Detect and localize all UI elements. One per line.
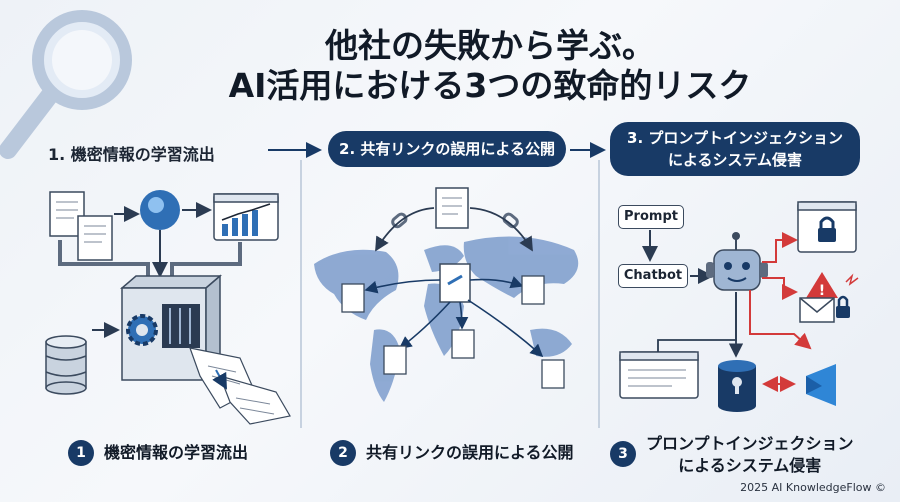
divider-1 <box>300 160 302 428</box>
copyright-footer: 2025 AI KnowledgeFlow © <box>740 481 886 494</box>
divider-2 <box>598 160 600 428</box>
panel-2-illustration <box>314 187 579 402</box>
step-number-badge: 3 <box>610 441 636 467</box>
document-icon <box>435 187 469 229</box>
title-line-2: AI活用における3つの致命的リスク <box>228 66 752 105</box>
warning-icon: ! <box>806 272 838 299</box>
step-3-header-line-1: 3. プロンプトインジェクション <box>627 129 843 147</box>
link-document-icon <box>439 263 471 303</box>
database-icon <box>45 335 87 395</box>
step-2-header: 2. 共有リンクの誤用による公開 <box>328 131 566 167</box>
caption-text: 共有リンクの誤用による公開 <box>366 443 574 462</box>
link-icon <box>391 212 519 229</box>
svg-text:!: ! <box>819 283 825 299</box>
lock-window-icon <box>797 201 857 253</box>
ai-orb-icon <box>140 190 180 230</box>
header-arrows <box>268 142 606 158</box>
gear-icon <box>126 314 158 346</box>
caption-step-2: 2 共有リンクの誤用による公開 <box>330 440 574 466</box>
step-number-badge: 2 <box>330 440 356 466</box>
world-map-icon <box>314 236 579 402</box>
document-icon <box>341 275 565 389</box>
shredded-paper <box>189 347 291 425</box>
vault-database-icon <box>718 360 756 412</box>
panel-1-illustration <box>45 190 291 425</box>
step-3-header-line-2: によるシステム侵害 <box>667 151 803 169</box>
browser-window-icon <box>619 351 699 399</box>
caption-text-line-1: プロンプトインジェクション <box>646 434 854 453</box>
prompt-tag: Prompt <box>618 205 684 229</box>
chart-window-icon <box>213 193 279 241</box>
caption-step-3: 3 プロンプトインジェクション によるシステム侵害 <box>610 433 854 477</box>
robot-icon <box>706 232 768 291</box>
step-number-badge: 1 <box>68 440 94 466</box>
caption-text-line-2: によるシステム侵害 <box>678 456 822 475</box>
mail-lock-icon <box>799 295 850 323</box>
caption-step-1: 1 機密情報の学習流出 <box>68 440 248 466</box>
title-line-1: 他社の失敗から学ぶ。 <box>325 26 655 65</box>
chatbot-tag: Chatbot <box>618 264 688 288</box>
vscode-icon <box>806 364 836 406</box>
caption-text: 機密情報の学習流出 <box>104 443 249 462</box>
magnifier-icon <box>0 10 132 159</box>
document-icon <box>49 191 113 261</box>
step-1-header: 1. 機密情報の学習流出 <box>48 145 215 164</box>
step-3-header: 3. プロンプトインジェクション によるシステム侵害 <box>610 122 860 176</box>
caption-text: プロンプトインジェクション によるシステム侵害 <box>646 433 854 477</box>
panel-3-illustration: ! <box>619 201 859 412</box>
